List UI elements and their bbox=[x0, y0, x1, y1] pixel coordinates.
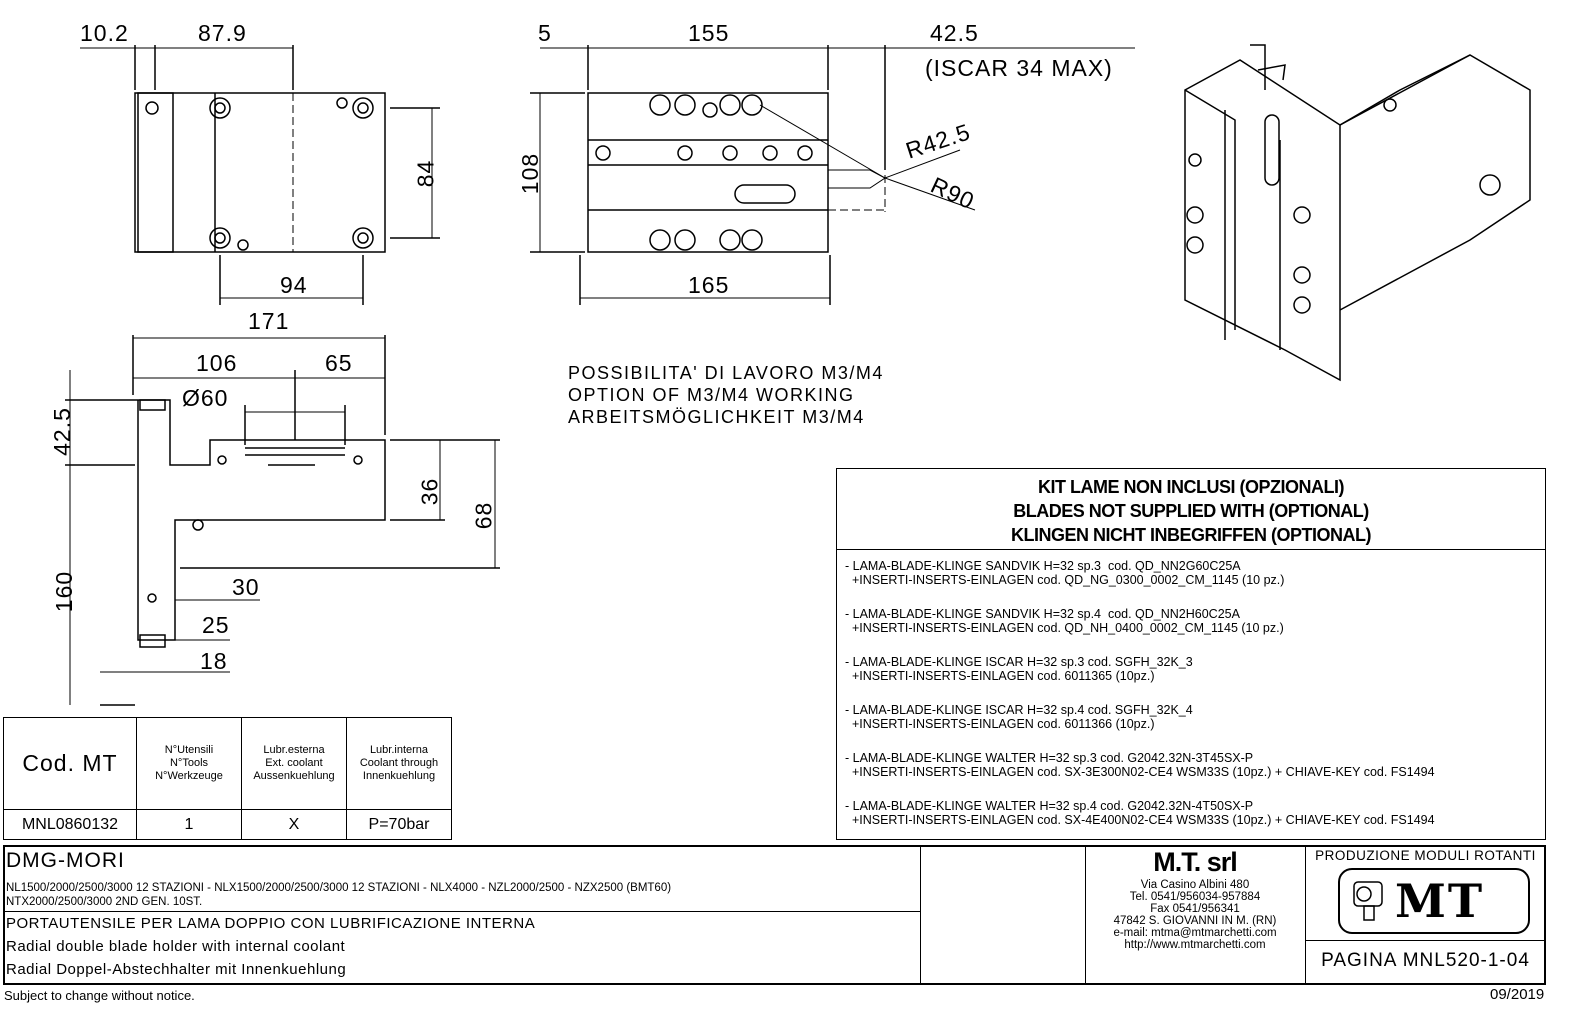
blade-line: - LAMA-BLADE-KLINGE ISCAR H=32 sp.3 cod.… bbox=[845, 655, 1193, 669]
dim-36: 36 bbox=[416, 477, 443, 506]
dim-160: 160 bbox=[51, 570, 78, 613]
header-cod-mt: Cod. MT bbox=[3, 717, 137, 810]
top-view-left bbox=[80, 45, 440, 305]
note-de: ARBEITSMÖGLICHKEIT M3/M4 bbox=[568, 407, 865, 427]
blade-inserts: +INSERTI-INSERTS-EINLAGEN cod. 6011365 (… bbox=[845, 669, 1155, 683]
blades-header: KIT LAME NON INCLUSI (OPZIONALI) BLADES … bbox=[837, 469, 1545, 550]
dim-68: 68 bbox=[470, 501, 497, 530]
dim-diameter-60: Ø60 bbox=[182, 385, 229, 411]
blade-inserts: +INSERTI-INSERTS-EINLAGEN cod. SX-3E300N… bbox=[845, 765, 1435, 779]
blades-header-it: KIT LAME NON INCLUSI (OPZIONALI) bbox=[1038, 477, 1344, 497]
dim-5: 5 bbox=[538, 20, 552, 46]
dim-42-5-side: 42.5 bbox=[48, 407, 75, 456]
spec-table: Cod. MT N°Utensili N°Tools N°Werkzeuge L… bbox=[3, 717, 452, 840]
header-int-coolant: Lubr.interna Coolant through Innenkuehlu… bbox=[346, 717, 452, 810]
website-link[interactable]: http://www.mtmarchetti.com bbox=[1124, 939, 1266, 951]
title-block bbox=[3, 845, 1546, 985]
address: Via Casino Albini 480 bbox=[1140, 879, 1250, 891]
machine-models-1: NL1500/2000/2500/3000 12 STAZIONI - NLX1… bbox=[6, 882, 672, 894]
description-it: PORTAUTENSILE PER LAMA DOPPIO CON LUBRIF… bbox=[6, 915, 536, 932]
blade-item: - LAMA-BLADE-KLINGE SANDVIK H=32 sp.3 co… bbox=[845, 559, 1545, 607]
dim-106: 106 bbox=[196, 350, 238, 376]
machine-brand: DMG-MORI bbox=[6, 849, 125, 872]
description-de: Radial Doppel-Abstechhalter mit Innenkue… bbox=[6, 961, 347, 978]
dim-171: 171 bbox=[248, 308, 290, 334]
dim-155: 155 bbox=[688, 20, 730, 46]
blade-item: - LAMA-BLADE-KLINGE ISCAR H=32 sp.3 cod.… bbox=[845, 655, 1545, 703]
dim-94: 94 bbox=[280, 272, 308, 298]
blades-kit-panel: KIT LAME NON INCLUSI (OPZIONALI) BLADES … bbox=[836, 468, 1546, 840]
blade-inserts: +INSERTI-INSERTS-EINLAGEN cod. SX-4E400N… bbox=[845, 813, 1435, 827]
rotating-module-icon bbox=[1350, 878, 1388, 924]
blade-inserts: +INSERTI-INSERTS-EINLAGEN cod. 6011366 (… bbox=[845, 717, 1155, 731]
dim-84: 84 bbox=[412, 159, 439, 188]
cell-ext-coolant: X bbox=[241, 809, 347, 840]
divider bbox=[1305, 940, 1546, 941]
blade-line: - LAMA-BLADE-KLINGE SANDVIK H=32 sp.4 co… bbox=[845, 607, 1240, 621]
cell-tools: 1 bbox=[136, 809, 242, 840]
cell-code: MNL0860132 bbox=[3, 809, 137, 840]
side-view bbox=[65, 335, 500, 706]
fax: Fax 0541/956341 bbox=[1150, 903, 1240, 915]
blade-item: - LAMA-BLADE-KLINGE WALTER H=32 sp.4 cod… bbox=[845, 799, 1545, 847]
dim-108: 108 bbox=[517, 152, 544, 195]
note-en: OPTION OF M3/M4 WORKING bbox=[568, 385, 855, 405]
working-note: POSSIBILITA' DI LAVORO M3/M4 OPTION OF M… bbox=[568, 362, 884, 428]
header-tools: N°Utensili N°Tools N°Werkzeuge bbox=[136, 717, 242, 810]
blade-item: - LAMA-BLADE-KLINGE ISCAR H=32 sp.4 cod.… bbox=[845, 703, 1545, 751]
phone: Tel. 0541/956034-957884 bbox=[1129, 891, 1261, 903]
blade-inserts: +INSERTI-INSERTS-EINLAGEN cod. QD_NH_040… bbox=[845, 621, 1284, 635]
dim-iscar-note: (ISCAR 34 MAX) bbox=[925, 55, 1113, 81]
cell-int-coolant: P=70bar bbox=[346, 809, 452, 840]
blade-inserts: +INSERTI-INSERTS-EINLAGEN cod. QD_NG_030… bbox=[845, 573, 1285, 587]
divider bbox=[3, 911, 920, 912]
isometric-view bbox=[1184, 44, 1531, 382]
production-label: PRODUZIONE MODULI ROTANTI bbox=[1315, 848, 1536, 863]
city: 47842 S. GIOVANNI IN M. (RN) bbox=[1113, 915, 1277, 927]
divider bbox=[1305, 845, 1306, 985]
note-it: POSSIBILITA' DI LAVORO M3/M4 bbox=[568, 363, 884, 383]
dim-18: 18 bbox=[200, 648, 228, 674]
divider bbox=[1085, 845, 1086, 985]
disclaimer: Subject to change without notice. bbox=[4, 988, 195, 1003]
dim-165: 165 bbox=[688, 272, 730, 298]
blade-line: - LAMA-BLADE-KLINGE WALTER H=32 sp.3 cod… bbox=[845, 751, 1254, 765]
header-ext-coolant: Lubr.esterna Ext. coolant Aussenkuehlung bbox=[241, 717, 347, 810]
top-view-middle bbox=[530, 45, 1135, 305]
logo-text: MT bbox=[1395, 874, 1485, 928]
blade-line: - LAMA-BLADE-KLINGE ISCAR H=32 sp.4 cod.… bbox=[845, 703, 1193, 717]
dim-65: 65 bbox=[325, 350, 353, 376]
description-en: Radial double blade holder with internal… bbox=[6, 938, 346, 955]
company-info: M.T. srl Via Casino Albini 480 Tel. 0541… bbox=[1085, 845, 1305, 951]
blades-header-en: BLADES NOT SUPPLIED WITH (OPTIONAL) bbox=[1013, 501, 1369, 521]
blades-header-de: KLINGEN NICHT INBEGRIFFEN (OPTIONAL) bbox=[1011, 525, 1371, 545]
blade-line: - LAMA-BLADE-KLINGE SANDVIK H=32 sp.3 co… bbox=[845, 559, 1241, 573]
revision-date: 09/2019 bbox=[1490, 986, 1545, 1003]
blade-line: - LAMA-BLADE-KLINGE WALTER H=32 sp.4 cod… bbox=[845, 799, 1254, 813]
page-code: PAGINA MNL520-1-04 bbox=[1321, 950, 1530, 971]
dim-25: 25 bbox=[202, 612, 230, 638]
dim-30: 30 bbox=[232, 574, 260, 600]
dim-10-2: 10.2 bbox=[80, 20, 129, 46]
blades-list: - LAMA-BLADE-KLINGE SANDVIK H=32 sp.3 co… bbox=[837, 550, 1545, 847]
blade-item: - LAMA-BLADE-KLINGE SANDVIK H=32 sp.4 co… bbox=[845, 607, 1545, 655]
divider bbox=[920, 845, 921, 985]
dim-87-9: 87.9 bbox=[198, 20, 247, 46]
mt-logo: MT bbox=[1338, 868, 1530, 934]
dim-42-5: 42.5 bbox=[930, 20, 979, 46]
blade-item: - LAMA-BLADE-KLINGE WALTER H=32 sp.3 cod… bbox=[845, 751, 1545, 799]
machine-models-2: NTX2000/2500/3000 2ND GEN. 10ST. bbox=[6, 896, 203, 908]
company-name: M.T. srl bbox=[1153, 847, 1238, 877]
email-link[interactable]: e-mail: mtma@mtmarchetti.com bbox=[1113, 927, 1277, 939]
